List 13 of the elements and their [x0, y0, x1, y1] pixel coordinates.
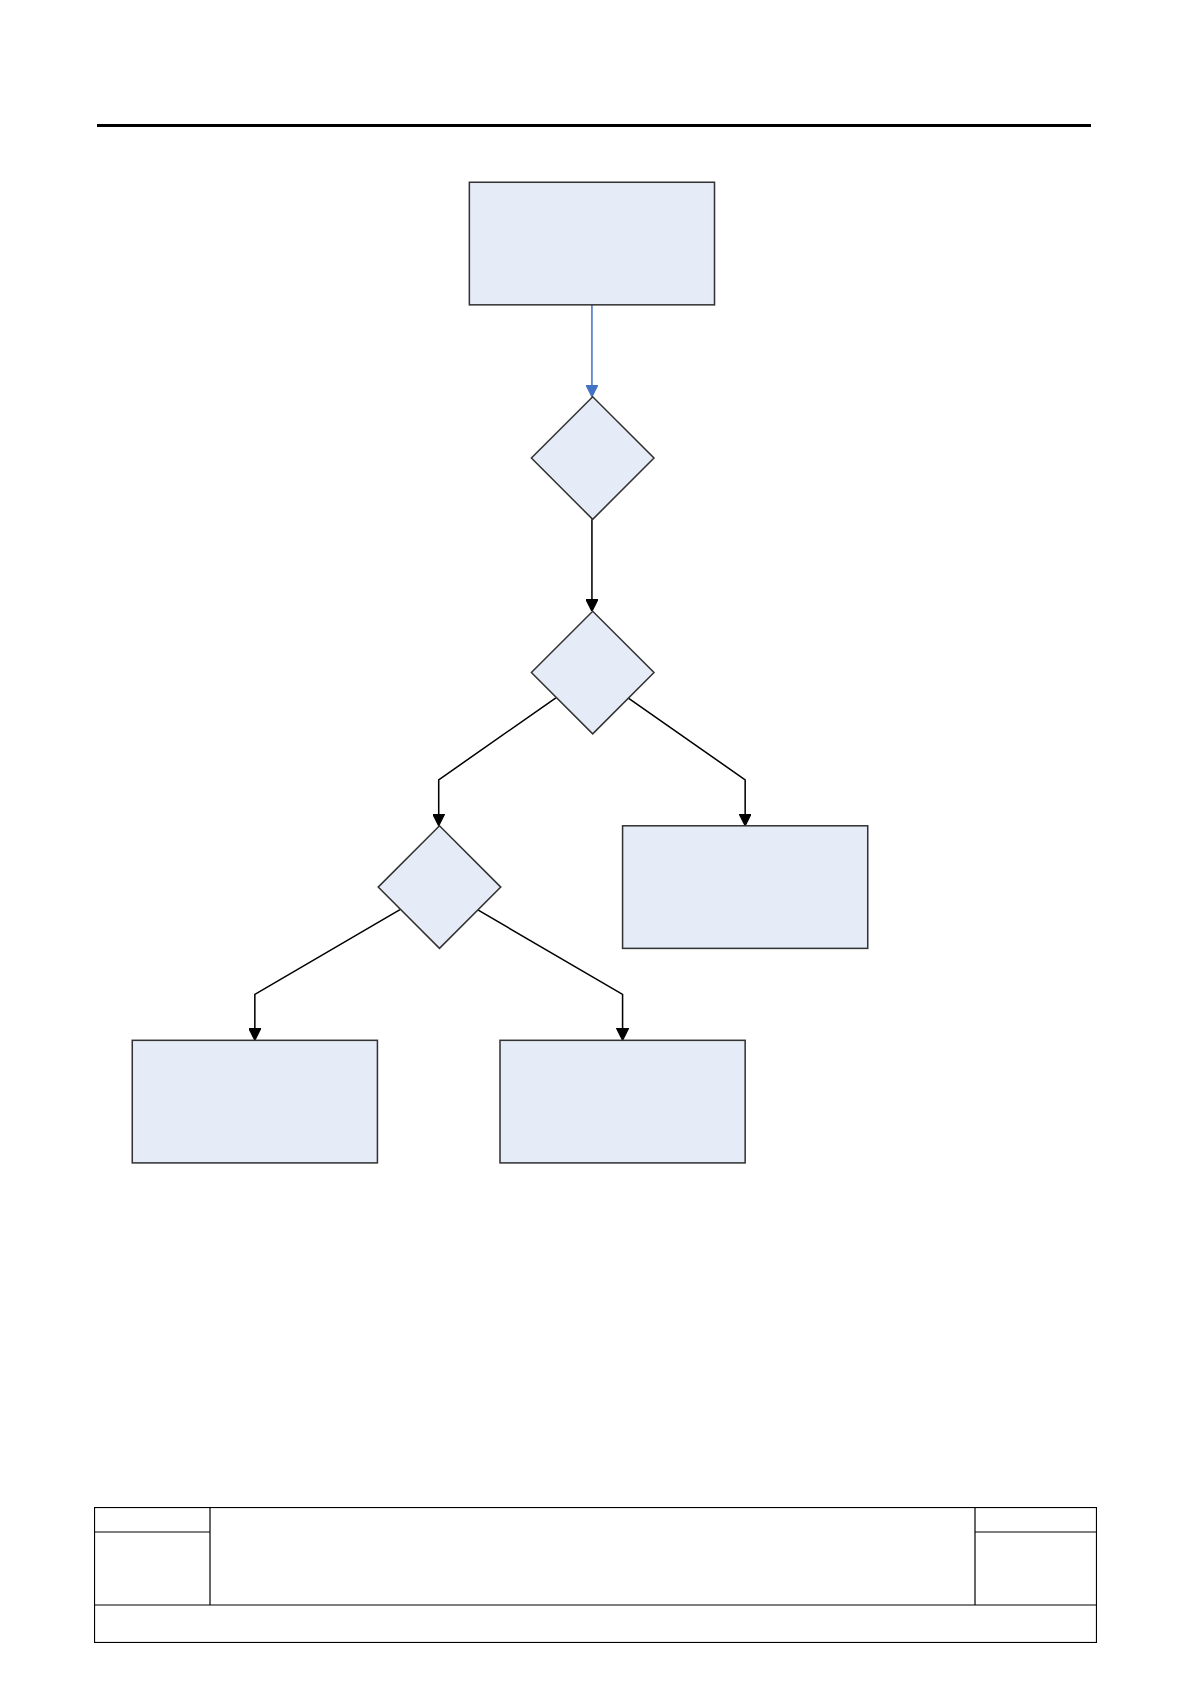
node-box — [621, 825, 869, 950]
arrow — [585, 518, 599, 612]
node-box — [131, 1039, 379, 1164]
node-diamond — [377, 824, 502, 950]
arrow — [627, 697, 752, 827]
arrow — [248, 908, 401, 1041]
node-box — [499, 1039, 746, 1164]
node-diamond — [530, 395, 656, 521]
node-diamond — [530, 610, 656, 735]
node-box — [468, 181, 716, 306]
arrow — [585, 304, 599, 398]
arrow — [476, 908, 630, 1041]
arrow — [431, 697, 557, 827]
